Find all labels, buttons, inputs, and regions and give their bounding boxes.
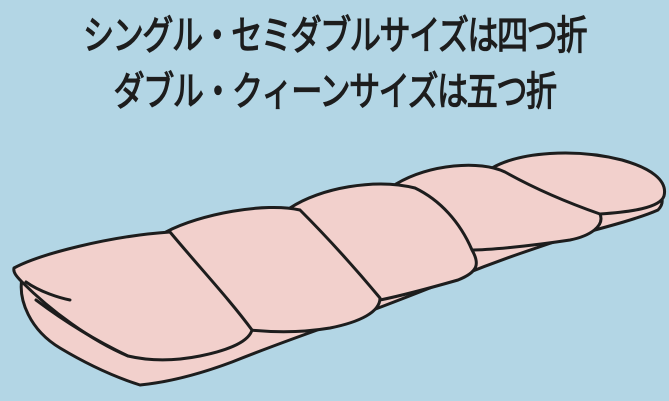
caption-line-2: ダブル・クィーンサイズは五つ折 (113, 69, 557, 115)
futon-fold-1 (12, 230, 254, 362)
caption-line-1: シングル・セミダブルサイズは四つ折 (83, 13, 588, 59)
futon-end-fold-line (24, 280, 130, 358)
